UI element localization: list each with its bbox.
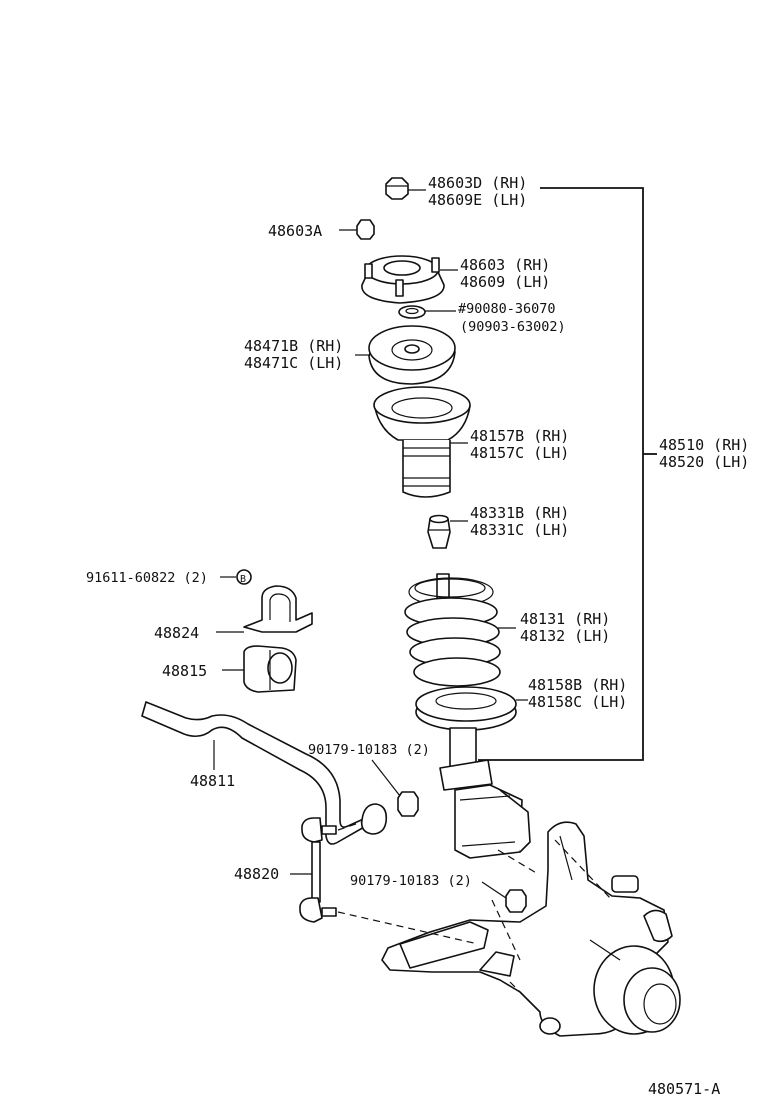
label-48471B: 48471B (RH)	[244, 337, 343, 355]
shock-absorber	[439, 727, 531, 859]
spring-upper-seat	[355, 325, 456, 385]
label-48131: 48131 (RH)	[520, 610, 610, 628]
diagram-code: 480571-A	[648, 1080, 720, 1098]
label-48820: 48820	[234, 865, 279, 883]
label-90179-10183-upper: 90179-10183 (2)	[308, 742, 430, 758]
small-nut	[339, 219, 375, 240]
assembly-bracket	[478, 187, 657, 761]
label-48609E: 48609E (LH)	[428, 191, 527, 209]
label-48158C: 48158C (LH)	[528, 693, 627, 711]
spring-lower-insulator	[415, 686, 528, 731]
part-labels: 48603D (RH) 48609E (LH) 48603A 48603 (RH…	[86, 174, 749, 1098]
label-48603A: 48603A	[268, 222, 322, 240]
steering-knuckle	[381, 821, 681, 1037]
link-nut-upper	[371, 759, 419, 817]
label-48603: 48603 (RH)	[460, 256, 550, 274]
bracket-bolt-callout	[220, 569, 252, 585]
callout-letter-B: B	[240, 574, 246, 585]
label-48157C: 48157C (LH)	[470, 444, 569, 462]
coil-spring	[404, 573, 516, 687]
strut-support	[361, 255, 458, 304]
label-48815: 48815	[162, 662, 207, 680]
label-48331B: 48331B (RH)	[470, 504, 569, 522]
label-91611-60822: 91611-60822 (2)	[86, 570, 208, 586]
top-nut	[385, 177, 426, 200]
label-48824: 48824	[154, 624, 199, 642]
label-48603D: 48603D (RH)	[428, 174, 527, 192]
label-90903-63002: (90903-63002)	[460, 319, 566, 335]
bump-stopper	[427, 514, 468, 549]
label-48811: 48811	[190, 772, 235, 790]
stabilizer-bar	[141, 701, 388, 845]
link-nut-lower	[481, 881, 527, 913]
label-48510: 48510 (RH)	[659, 436, 749, 454]
label-48132: 48132 (LH)	[520, 627, 610, 645]
stabilizer-link	[290, 817, 337, 923]
stabilizer-bushing	[222, 645, 297, 693]
label-48520: 48520 (LH)	[659, 453, 749, 471]
label-90179-10183-lower: 90179-10183 (2)	[350, 873, 472, 889]
assembly-dashed-lines	[337, 821, 613, 1013]
dust-boot	[373, 386, 471, 498]
label-90080-36070: #90080-36070	[458, 301, 556, 317]
bearing	[398, 305, 456, 319]
label-48471C: 48471C (LH)	[244, 354, 343, 372]
label-48158B: 48158B (RH)	[528, 676, 627, 694]
label-48331C: 48331C (LH)	[470, 521, 569, 539]
label-48609: 48609 (LH)	[460, 273, 550, 291]
label-48157B: 48157B (RH)	[470, 427, 569, 445]
stabilizer-bracket	[216, 585, 313, 633]
